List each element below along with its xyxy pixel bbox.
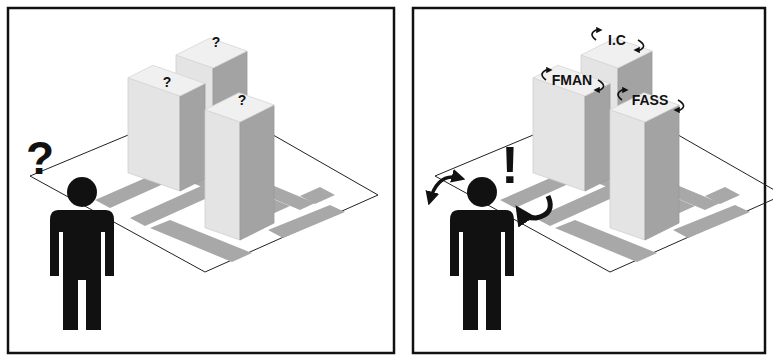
person-figure — [50, 177, 114, 330]
turn-arrow — [520, 196, 550, 218]
question-mark: ? — [238, 93, 247, 107]
cycle-arrow — [596, 80, 604, 90]
cycle-arrow — [592, 30, 600, 40]
person-figure — [450, 177, 514, 330]
turn-arrow — [430, 177, 460, 200]
building-block — [533, 65, 610, 191]
building-label: FASS — [632, 93, 669, 107]
exclamation-mark: ! — [501, 139, 518, 191]
cycle-arrow — [676, 100, 684, 110]
cycle-arrow — [636, 40, 644, 50]
panel-frame — [8, 8, 394, 353]
building-block — [205, 93, 274, 240]
question-mark: ? — [212, 35, 221, 49]
building-block — [128, 65, 205, 191]
building-label: I.C — [608, 33, 626, 47]
cycle-arrow — [542, 70, 550, 80]
panel-frame — [413, 8, 765, 353]
building-block — [610, 93, 679, 240]
question-mark: ? — [163, 75, 172, 89]
building-label: FMAN — [552, 73, 592, 87]
cycle-arrow — [618, 90, 626, 100]
question-mark: ? — [26, 135, 54, 181]
